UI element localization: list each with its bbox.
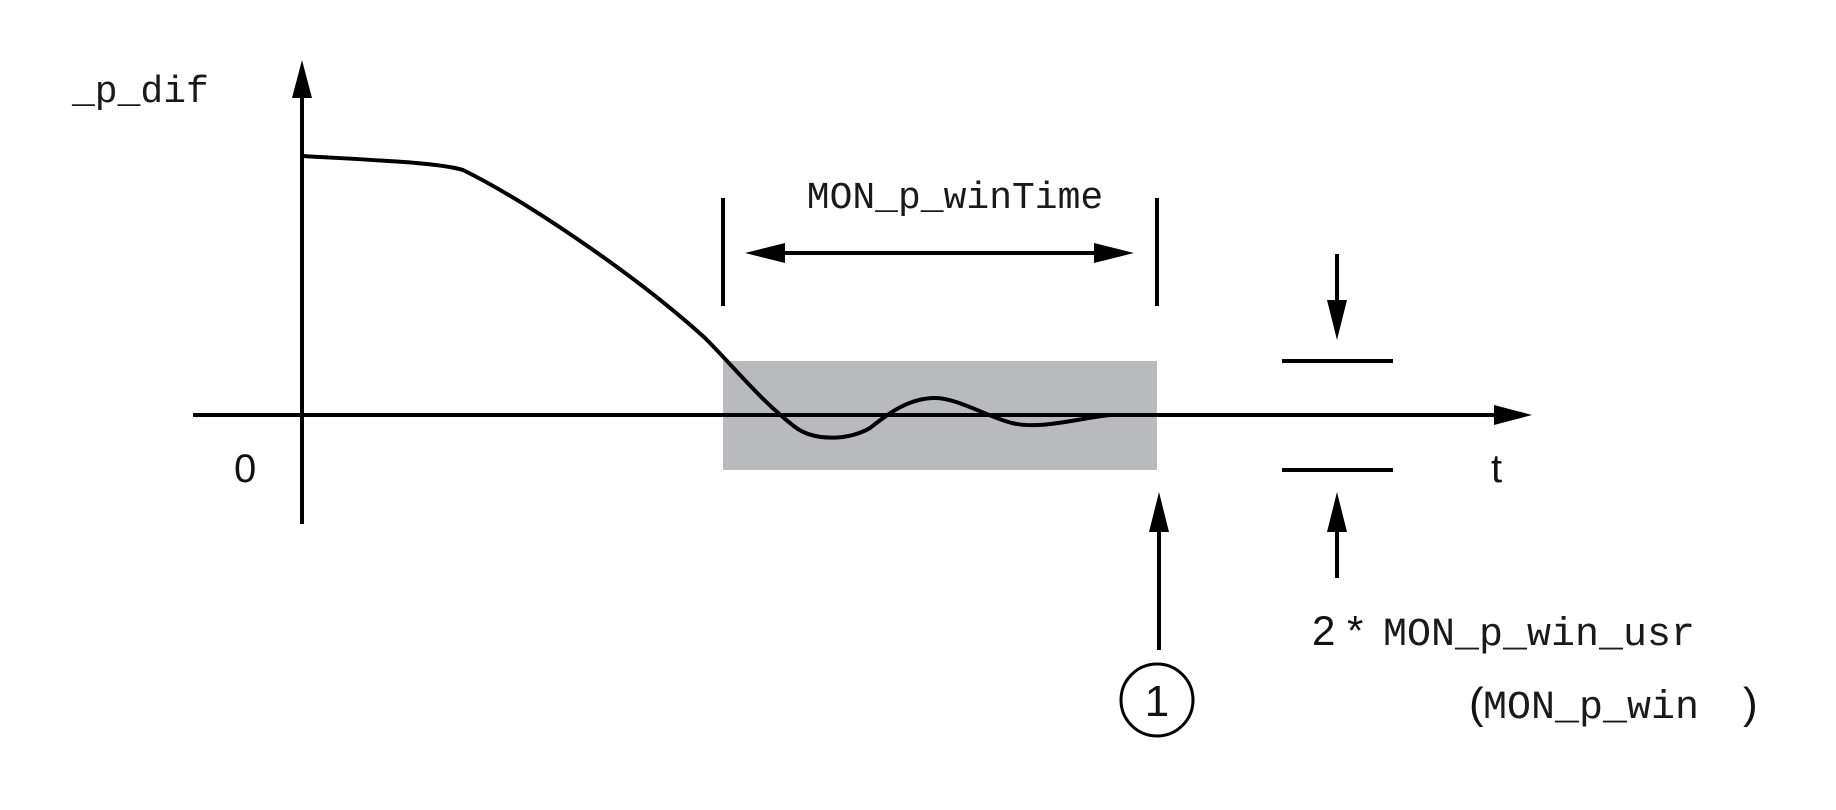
- window-param-label: MON_p_win_usr: [1383, 613, 1695, 658]
- y-axis: [292, 60, 312, 524]
- window-factor-label: 2 *: [1312, 607, 1363, 654]
- x-axis-label: t: [1491, 447, 1502, 491]
- tolerance-up-arrowhead: [1327, 492, 1347, 532]
- window-time-arrow: [745, 243, 1134, 263]
- callout-number: 1: [1145, 677, 1169, 726]
- window-alt-close-paren: ): [1743, 679, 1758, 728]
- x-axis: [193, 405, 1532, 425]
- callout-marker: 1: [1119, 662, 1195, 738]
- y-axis-label: _p_dif: [71, 71, 209, 114]
- x-axis-arrowhead: [1494, 405, 1532, 425]
- window-alt-param-label: MON_p_win: [1483, 686, 1699, 731]
- deviation-curve: [300, 154, 1112, 440]
- callout-pointer: [1149, 492, 1169, 650]
- y-axis-arrowhead: [292, 60, 312, 98]
- tolerance-down-arrowhead: [1327, 300, 1347, 340]
- tolerance-width-indicator: [1282, 254, 1393, 578]
- window-alt-open-paren: (: [1469, 679, 1484, 728]
- origin-label: 0: [234, 447, 256, 491]
- window-time-label: MON_p_winTime: [807, 177, 1103, 220]
